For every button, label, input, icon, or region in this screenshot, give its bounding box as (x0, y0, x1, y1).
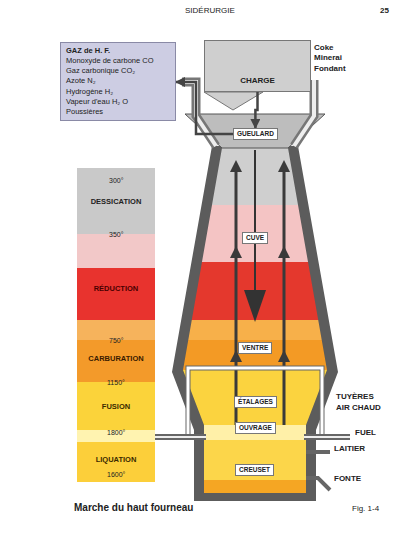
zone-label: OUVRAGE (235, 422, 276, 434)
temperature-band: CARBURATION (77, 320, 155, 382)
box-text: Hydrogène H₂ (66, 87, 170, 97)
charge-tip (204, 92, 263, 110)
tuyere (304, 434, 350, 440)
box-heading: CUVE (246, 234, 264, 242)
box-text: Gaz carbonique CO₂ (66, 66, 170, 76)
bustle-pipe-inner (188, 368, 322, 434)
furnace-zones (170, 140, 340, 500)
box-heading: CREUSET (239, 466, 270, 474)
page-header: SIDÉRURGIE (185, 6, 235, 15)
part-label: FONTE (334, 474, 361, 483)
box-heading: GAZ de H. F. (66, 46, 170, 56)
temperature-band: RÉDUCTION (77, 234, 155, 320)
part-label: TUYÈRES (336, 392, 374, 401)
gas-box: GAZ de H. F.Monoxyde de carbone COGaz ca… (60, 42, 176, 121)
temperature-value: 1800° (107, 429, 125, 436)
box-heading: VENTRE (242, 344, 268, 352)
zone-label: GUEULARD (233, 128, 278, 140)
temperature-value: 350° (109, 231, 123, 238)
box-heading: DESSICATION (91, 197, 142, 206)
slag-tap (306, 450, 330, 454)
box-heading: ÉTALAGES (238, 398, 273, 406)
gas-ascent-arrows (230, 160, 290, 425)
charge-box: CHARGECoke Minerai Fondant (204, 40, 311, 92)
temperature-value: 1600° (107, 471, 125, 478)
zone-fill (170, 370, 340, 425)
zone-label: CUVE (242, 232, 268, 244)
box-heading: FUSION (102, 402, 130, 411)
tuyere (150, 434, 206, 440)
tuyere-inner (304, 436, 350, 438)
box-text: Vapeur d'eau H₂ O (66, 97, 170, 107)
part-label: LAITIER (334, 444, 365, 453)
zone-fill (170, 480, 340, 500)
zone-label: CREUSET (235, 464, 274, 476)
zone-fill (170, 440, 340, 480)
page-number: 25 (380, 6, 389, 15)
zone-label: VENTRE (238, 342, 272, 354)
charge-descent-arrow (244, 290, 266, 322)
box-heading: CHARGE (205, 76, 310, 85)
box-heading: GUEULARD (237, 130, 274, 138)
bustle-pipe (188, 368, 322, 434)
temperature-value: 750° (109, 337, 123, 344)
box-heading: CARBURATION (88, 354, 143, 363)
box-text: Monoxyde de carbone CO (66, 56, 170, 66)
part-label: AIR CHAUD (336, 403, 381, 412)
flow-arrow (255, 92, 257, 128)
box-text: Poussières (66, 107, 170, 117)
zone-fill (170, 320, 340, 340)
zone-label: ÉTALAGES (234, 396, 277, 408)
iron-tap (306, 478, 330, 490)
figure-number: Fig. 1-4 (352, 504, 379, 513)
box-text: Coke Minerai Fondant (314, 43, 354, 74)
box-heading: RÉDUCTION (94, 284, 139, 293)
temperature-value: 300° (109, 177, 123, 184)
tuyere-inner (150, 436, 206, 438)
box-text: Azote N₂ (66, 76, 170, 86)
box-heading: LIQUATION (96, 455, 137, 464)
figure-caption: Marche du haut fourneau (74, 502, 193, 513)
charge-descent-line (254, 150, 256, 292)
temperature-value: 1150° (107, 379, 125, 386)
temperature-band: FUSION (77, 382, 155, 430)
part-label: FUEL (355, 428, 376, 437)
box-heading: OUVRAGE (239, 424, 272, 432)
